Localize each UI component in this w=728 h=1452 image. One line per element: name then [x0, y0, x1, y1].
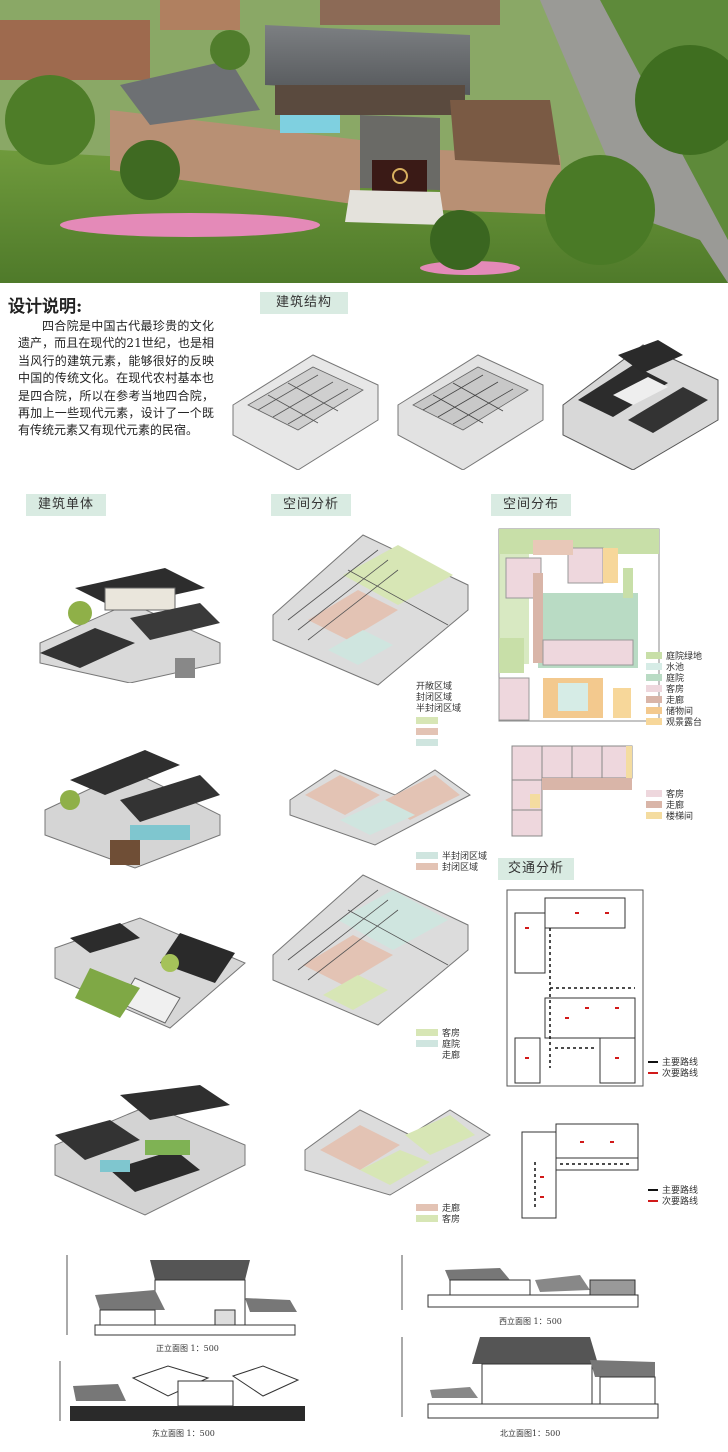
- swatch-closed: [416, 728, 438, 735]
- structure-frame-2: [397, 354, 544, 470]
- legend-label: 次要路线: [662, 1197, 699, 1207]
- legend-traffic-2: 主要路线 次要路线: [648, 1184, 699, 1207]
- secondary-route-arrow-icon: [648, 1071, 658, 1074]
- swatch: [646, 674, 662, 681]
- legend-label: 走廊: [442, 1204, 461, 1214]
- swatch-corridor: [416, 1051, 438, 1058]
- legend-label: 储物间: [666, 707, 694, 717]
- swatch-corridor: [416, 1204, 438, 1211]
- elevation-north-caption: 北立面图1：500: [500, 1429, 561, 1438]
- single-view-2: [44, 750, 221, 869]
- legend-label: 半封闭区域: [416, 704, 462, 714]
- swatch: [646, 790, 662, 797]
- legend-label: 主要路线: [662, 1186, 699, 1196]
- legend-label: 客房: [666, 790, 685, 800]
- tag-single: 建筑单体: [26, 494, 106, 516]
- legend-label: 客房: [442, 1215, 461, 1225]
- legend-label: 楼梯间: [666, 812, 694, 822]
- legend-label: 庭院: [666, 674, 685, 684]
- swatch-semi: [416, 739, 438, 746]
- layout-plan-2: [511, 745, 633, 837]
- legend-label: 观景露台: [666, 718, 703, 728]
- legend-label: 庭院: [442, 1040, 461, 1050]
- legend-label: 半封闭区域: [442, 852, 488, 862]
- hero-render: [0, 0, 728, 283]
- single-view-3: [54, 917, 246, 1029]
- swatch: [646, 652, 662, 659]
- tag-structure: 建筑结构: [260, 292, 348, 314]
- legend-traffic-1: 主要路线 次要路线: [648, 1056, 699, 1079]
- single-view-4: [54, 1085, 246, 1216]
- intro-title: 设计说明:: [8, 297, 83, 317]
- elevation-west: [401, 1255, 639, 1310]
- space-analysis-2: [289, 769, 471, 846]
- legend-label: 客房: [666, 685, 685, 695]
- legend-space-1: 开敞区域 封闭区域 半封闭区域: [416, 680, 461, 748]
- courtyard-house-rendering: [0, 0, 728, 283]
- swatch-room: [416, 1215, 438, 1222]
- tag-space-analysis: 空间分析: [271, 494, 351, 516]
- legend-label: 封闭区域: [442, 863, 479, 873]
- swatch: [646, 685, 662, 692]
- main-route-arrow-icon: [648, 1060, 658, 1063]
- swatch-open: [416, 717, 438, 724]
- legend-layout-2: 客房 走廊 楼梯间: [646, 788, 694, 822]
- structure-frame-3: [562, 340, 719, 470]
- secondary-route-arrow-icon: [648, 1199, 658, 1202]
- elevation-east-caption: 东立面图 1：500: [152, 1429, 215, 1438]
- legend-label: 次要路线: [662, 1069, 699, 1079]
- legend-label: 走廊: [666, 801, 685, 811]
- legend-layout-1: 庭院绿地 水池 庭院 客房 走廊 储物间 观景露台: [646, 650, 703, 728]
- elevation-east: [59, 1361, 305, 1421]
- legend-label: 走廊: [442, 1051, 461, 1061]
- space-analysis-3: [272, 874, 469, 1026]
- legend-label: 封闭区域: [416, 693, 453, 703]
- swatch: [646, 707, 662, 714]
- legend-space-3: 客房 庭院 走廊: [416, 1027, 461, 1061]
- traffic-plan-1: [506, 889, 644, 1087]
- legend-space-2: 半封闭区域 封闭区域: [416, 850, 488, 873]
- single-view-1: [39, 568, 221, 683]
- legend-label: 水池: [666, 663, 685, 673]
- traffic-plan-2: [521, 1123, 639, 1219]
- intro-body: 四合院是中国古代最珍贵的文化遗产，而且在现代的21世纪，也是相当风行的建筑元素，…: [18, 319, 214, 438]
- legend-label: 庭院绿地: [666, 652, 703, 662]
- tag-space-layout: 空间分布: [491, 494, 571, 516]
- main-route-arrow-icon: [648, 1188, 658, 1191]
- elevation-south-caption: 正立面图 1：500: [156, 1344, 219, 1353]
- swatch-court: [416, 1040, 438, 1047]
- legend-label: 客房: [442, 1029, 461, 1039]
- legend-label: 主要路线: [662, 1058, 699, 1068]
- swatch: [646, 801, 662, 808]
- elevation-north: [401, 1337, 659, 1419]
- swatch-semi: [416, 852, 438, 859]
- legend-label: 走廊: [666, 696, 685, 706]
- space-analysis-4: [304, 1109, 491, 1196]
- layout-plan-1: [498, 528, 660, 722]
- legend-space-4: 走廊 客房: [416, 1202, 461, 1225]
- structure-frame-1: [232, 354, 379, 470]
- swatch-room: [416, 1029, 438, 1036]
- space-analysis-1: [272, 534, 469, 686]
- elevation-south: [66, 1255, 297, 1336]
- swatch: [646, 696, 662, 703]
- structure-diagrams: [232, 340, 719, 470]
- elevation-west-caption: 西立面图 1：500: [499, 1317, 562, 1326]
- swatch: [646, 663, 662, 670]
- legend-label: 开敞区域: [416, 682, 453, 692]
- swatch: [646, 812, 662, 819]
- swatch-closed: [416, 863, 438, 870]
- tag-traffic: 交通分析: [498, 858, 574, 880]
- swatch: [646, 718, 662, 725]
